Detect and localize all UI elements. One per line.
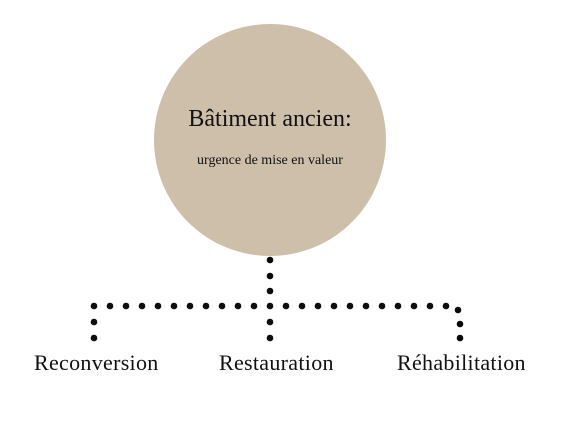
child-node-restauration: Restauration [219, 350, 334, 375]
connector-dot [234, 302, 242, 310]
connector-dot [90, 302, 98, 310]
connector-dot [394, 302, 402, 310]
connector-dot [456, 334, 464, 342]
connector-dot [456, 320, 464, 328]
connector-dot [410, 302, 418, 310]
connector-dot [346, 302, 354, 310]
connector-dot [378, 302, 386, 310]
connector-dot [314, 302, 322, 310]
connector-dot [362, 302, 370, 310]
connector-dot [106, 302, 114, 310]
connector-dot [266, 287, 274, 295]
connector-dot [138, 302, 146, 310]
connector-dot [266, 302, 274, 310]
connector-dot [330, 302, 338, 310]
connector-dot [426, 302, 434, 310]
root-node-circle [154, 24, 386, 256]
connector-dot [298, 302, 306, 310]
dotted-connectors [90, 256, 464, 342]
connector-dot [90, 318, 98, 326]
connector-dot [202, 302, 210, 310]
connector-dot [266, 334, 274, 342]
connector-dot [218, 302, 226, 310]
child-node-rehabilitation: Réhabilitation [397, 350, 526, 375]
connector-dot [122, 302, 130, 310]
root-node-title: Bâtiment ancien: [188, 106, 352, 132]
connector-dot [250, 302, 258, 310]
child-node-reconversion: Reconversion [34, 350, 159, 375]
connector-dot [266, 272, 274, 280]
connector-dot [90, 334, 98, 342]
connector-dot [170, 302, 178, 310]
connector-dot [266, 318, 274, 326]
root-node-subtitle: urgence de mise en valeur [197, 153, 343, 168]
connector-dot [454, 306, 462, 314]
connector-dot [266, 256, 274, 264]
connector-dot [282, 302, 290, 310]
connector-dot [442, 302, 450, 310]
connector-dot [186, 302, 194, 310]
connector-dot [154, 302, 162, 310]
